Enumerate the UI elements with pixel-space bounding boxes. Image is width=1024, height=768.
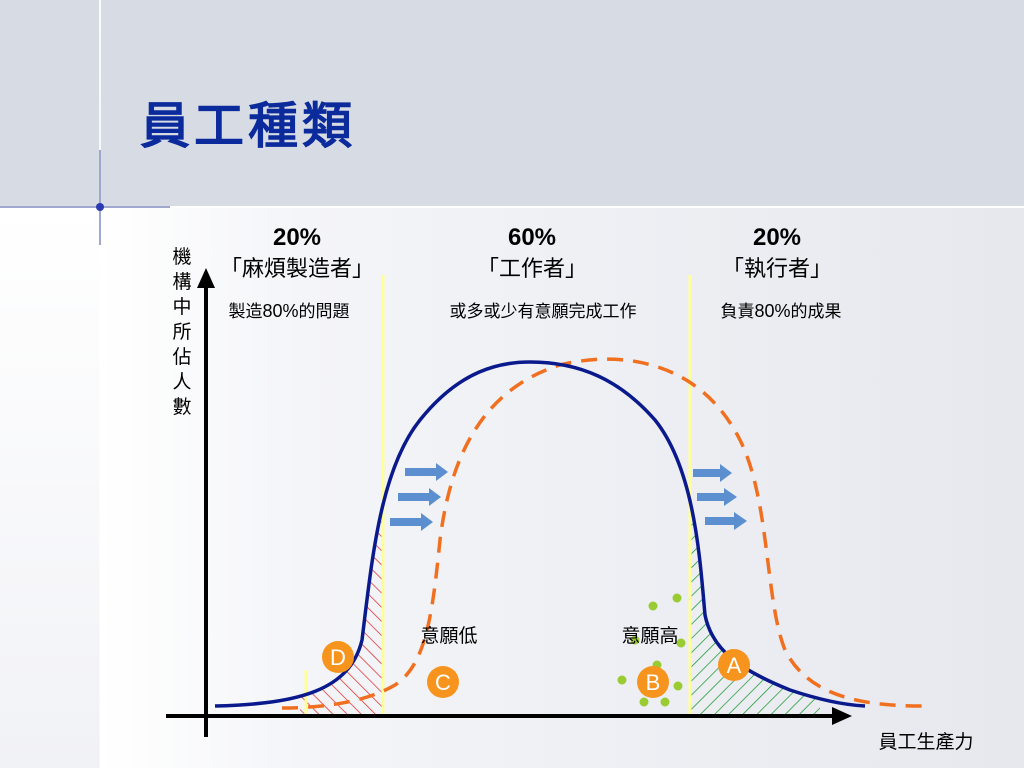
svg-text:構: 構 xyxy=(172,271,191,293)
svg-text:機: 機 xyxy=(172,246,191,268)
shift-arrows-left xyxy=(390,463,448,531)
svg-text:所: 所 xyxy=(172,321,191,343)
group-name-left: 「麻煩製造者」 xyxy=(220,257,374,282)
page-title: 員工種類 xyxy=(140,96,356,155)
right-arrow-icon xyxy=(398,488,441,506)
right-arrow-icon xyxy=(705,512,747,530)
svg-text:數: 數 xyxy=(172,396,191,418)
svg-text:D: D xyxy=(330,645,346,670)
green-dots xyxy=(617,593,686,707)
marker-c: C xyxy=(427,666,459,698)
group-percent-left: 20% xyxy=(273,224,321,251)
group-name-middle: 「工作者」 xyxy=(477,257,587,282)
low-willingness-label: 意願低 xyxy=(420,625,477,647)
right-arrow-icon xyxy=(697,488,737,506)
group-percent-right: 20% xyxy=(753,224,801,251)
high-willingness-label: 意願高 xyxy=(621,625,678,647)
group-name-right: 「執行者」 xyxy=(722,257,832,282)
decorative-vertical-line xyxy=(99,0,101,768)
svg-text:人: 人 xyxy=(172,371,191,393)
group-desc-left: 製造80%的問題 xyxy=(228,301,349,322)
content-background xyxy=(0,208,1024,768)
group-desc-right: 負責80%的成果 xyxy=(720,301,841,322)
hatched-right-tail xyxy=(690,362,820,716)
left-strip xyxy=(0,208,100,768)
group-percent-middle: 60% xyxy=(508,224,556,251)
y-axis-label: 機 構 中 所 佔 人 數 xyxy=(172,246,191,418)
decorative-star-icon xyxy=(0,150,170,245)
hatched-left-tail xyxy=(300,362,383,716)
right-arrow-icon xyxy=(405,463,448,481)
marker-d: D xyxy=(322,641,354,673)
dashed-shifted-curve xyxy=(281,357,926,710)
bell-curve xyxy=(214,360,866,708)
header-band xyxy=(0,0,1024,206)
shift-arrows-right xyxy=(693,464,747,530)
right-arrow-icon xyxy=(390,513,433,531)
y-axis xyxy=(197,268,215,737)
svg-text:佔: 佔 xyxy=(172,346,191,368)
group-desc-middle: 或多或少有意願完成工作 xyxy=(450,302,637,322)
svg-text:中: 中 xyxy=(172,296,191,318)
marker-b: B xyxy=(637,666,669,698)
svg-text:C: C xyxy=(435,670,451,695)
marker-a: A xyxy=(718,649,750,681)
right-arrow-icon xyxy=(693,464,732,482)
svg-text:B: B xyxy=(646,670,661,695)
svg-text:A: A xyxy=(727,653,742,678)
x-axis xyxy=(166,707,852,725)
x-axis-label: 員工生產力 xyxy=(878,731,973,753)
header-divider-line xyxy=(0,206,1024,208)
